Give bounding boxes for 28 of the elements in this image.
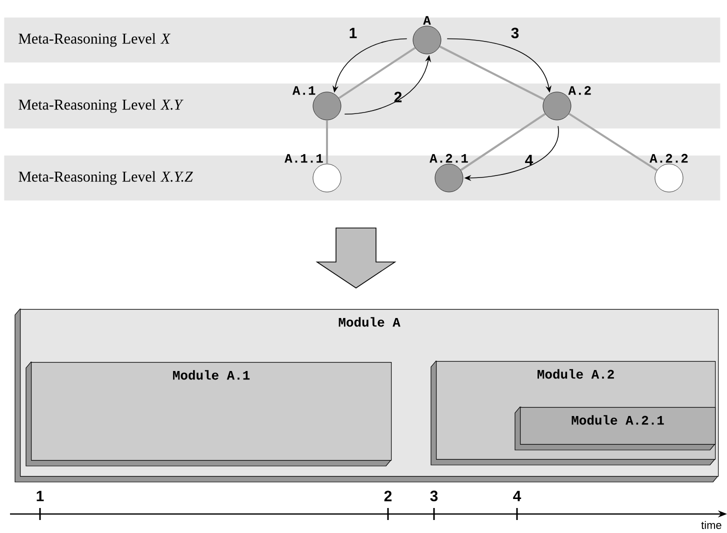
edge-label: 2 — [394, 92, 402, 102]
module-box: Module A.2.1 — [514, 406, 716, 450]
tree-node: A.2 — [542, 86, 591, 120]
tree-line — [568, 112, 658, 172]
node-label: A — [423, 16, 431, 25]
node-label: A.2 — [568, 86, 591, 95]
tree-node: A.1 — [292, 86, 342, 120]
tree-node: A.2.1 — [430, 154, 468, 192]
time-mark: 1 — [36, 490, 44, 502]
node-label: A.2.1 — [430, 154, 468, 163]
edge-label: 4 — [525, 154, 534, 166]
tree-line — [326, 120, 328, 164]
edge-label: 1 — [350, 28, 357, 38]
time-mark: 4 — [513, 490, 522, 502]
time-mark: 2 — [384, 490, 392, 502]
node-label: A.1.1 — [284, 154, 323, 163]
time-mark: 3 — [430, 490, 438, 502]
module-box: Module A.1 — [26, 362, 392, 466]
tree-node: A.1.1 — [284, 154, 342, 192]
tree-node: A.2.2 — [650, 154, 688, 192]
axis-label: time — [701, 520, 722, 530]
tree-line — [338, 46, 416, 100]
edge-label: 3 — [511, 28, 519, 38]
tree-line — [439, 46, 545, 100]
node-label: A.1 — [292, 86, 316, 95]
tree-line — [460, 113, 546, 171]
tree-node: A — [412, 16, 442, 54]
node-label: A.2.2 — [650, 154, 688, 163]
